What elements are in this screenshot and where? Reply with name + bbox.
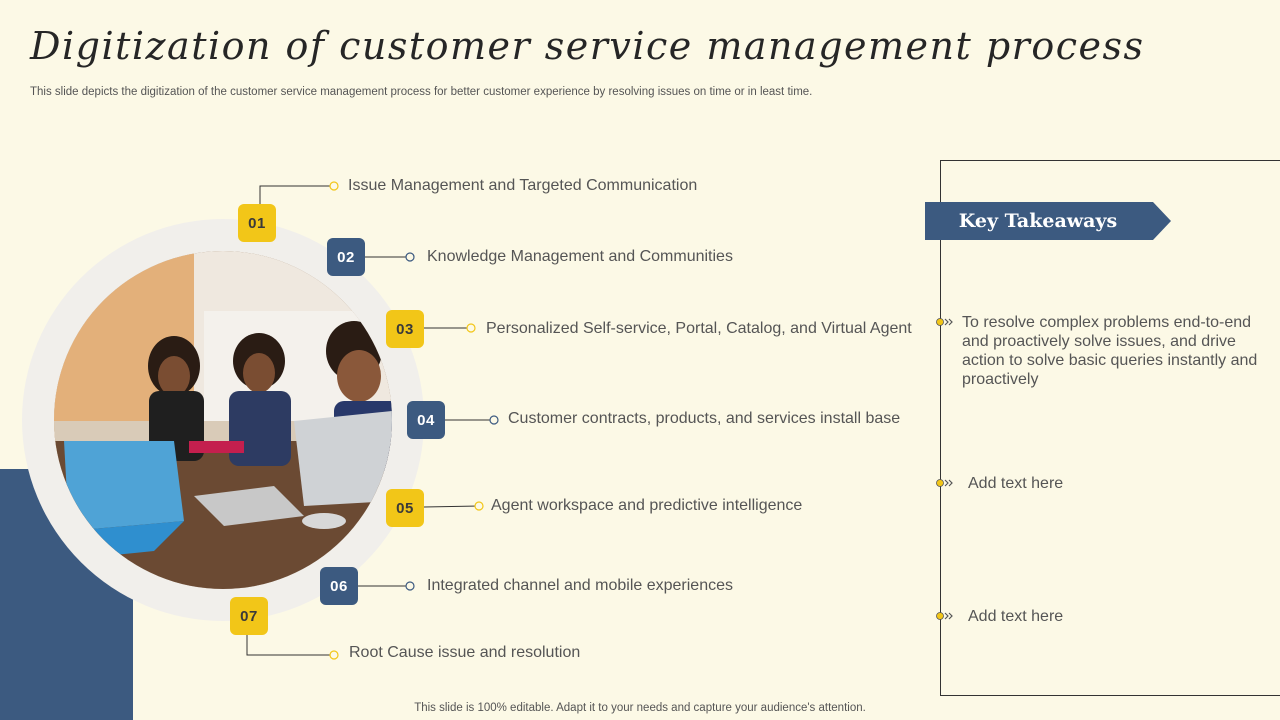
step-badge-03: 03 [386, 310, 424, 348]
takeaways-panel [940, 160, 1280, 696]
step-badge-05: 05 [386, 489, 424, 527]
node-dot [405, 252, 415, 262]
takeaway-point-1: To resolve complex problems end-to-end a… [962, 314, 1258, 388]
chevron-bullet-icon [936, 479, 953, 487]
takeaway-point-3: Add text here [968, 608, 1064, 625]
step-label-04: Customer contracts, products, and servic… [508, 410, 901, 427]
step-label-05: Agent workspace and predictive intellige… [491, 497, 803, 514]
step-label-01: Issue Management and Targeted Communicat… [348, 177, 698, 194]
node-dot [405, 581, 415, 591]
slide-footer: This slide is 100% editable. Adapt it to… [414, 702, 866, 714]
step-badge-01: 01 [238, 204, 276, 242]
meeting-photo [54, 251, 392, 589]
slide-title: Digitization of customer service managem… [30, 24, 1145, 68]
takeaway-point-2: Add text here [968, 475, 1064, 492]
step-badge-07: 07 [230, 597, 268, 635]
step-label-02: Knowledge Management and Communities [427, 248, 733, 265]
slide-subtitle: This slide depicts the digitization of t… [30, 86, 813, 98]
chevron-bullet-icon [936, 612, 953, 620]
node-dot [466, 323, 476, 333]
node-dot [329, 650, 339, 660]
step-label-03: Personalized Self-service, Portal, Catal… [486, 320, 912, 337]
node-dot [329, 181, 339, 191]
step-badge-04: 04 [407, 401, 445, 439]
node-dot [489, 415, 499, 425]
step-label-07: Root Cause issue and resolution [349, 644, 581, 661]
chevron-bullet-icon [936, 318, 953, 326]
step-label-06: Integrated channel and mobile experience… [427, 577, 733, 594]
step-badge-02: 02 [327, 238, 365, 276]
takeaways-heading: Key Takeaways [925, 202, 1171, 240]
step-badge-06: 06 [320, 567, 358, 605]
node-dot [474, 501, 484, 511]
